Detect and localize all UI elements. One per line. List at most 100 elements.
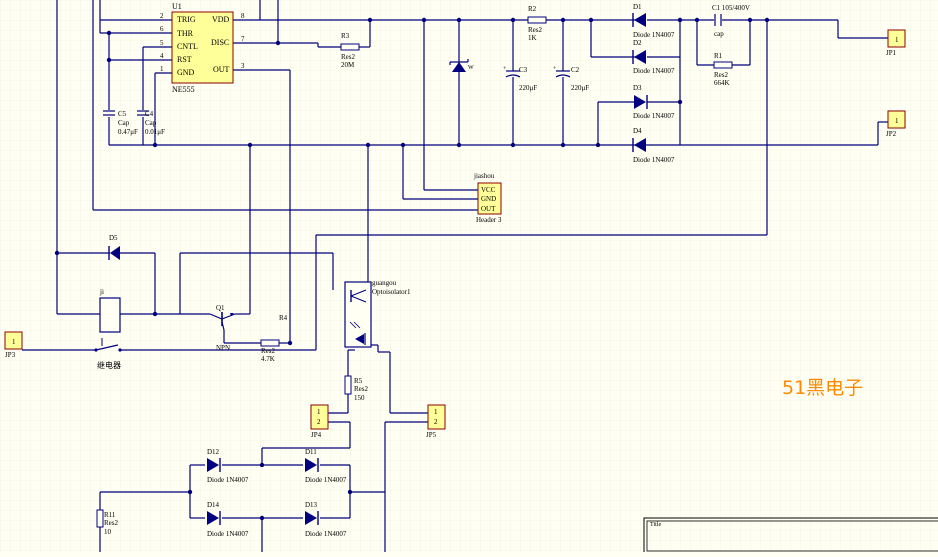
- pin-number-cntl: 5: [160, 39, 164, 47]
- optoisolator[interactable]: guangou Optoisolator1: [344, 279, 411, 348]
- d1-ref: D1: [633, 3, 642, 11]
- capacitor-c3[interactable]: + C3 220μF: [503, 66, 537, 92]
- r3-value: 20M: [341, 61, 355, 69]
- header3-type: Header 3: [476, 216, 502, 224]
- diode-d11[interactable]: D11 Diode 1N4007: [305, 448, 347, 484]
- header3-pin-gnd: GND: [481, 195, 496, 203]
- transistor-q1[interactable]: Q1 NPN: [209, 304, 236, 352]
- relay-coil[interactable]: ji: [99, 288, 121, 333]
- d1-type: Diode 1N4007: [633, 31, 675, 39]
- c1-ref: C1 105/400V: [712, 4, 750, 12]
- pin-number-vdd: 8: [241, 12, 245, 20]
- pin-gnd-label: GND: [177, 68, 195, 77]
- ne555-timer[interactable]: TRIG THR CNTL RST GND VDD DISC OUT U1 NE…: [160, 2, 245, 94]
- resistor-r5[interactable]: R5 Res2 150: [344, 375, 369, 402]
- pin-cntl-label: CNTL: [177, 42, 198, 51]
- diode-d1[interactable]: D1 Diode 1N4007: [632, 3, 675, 39]
- r4-ref: R4: [279, 314, 288, 322]
- diode-d2[interactable]: D2 Diode 1N4007: [632, 39, 675, 75]
- q1-ref: Q1: [216, 304, 225, 312]
- jp2-pin: 1: [895, 117, 899, 125]
- diode-d13[interactable]: D13 Diode 1N4007: [305, 501, 347, 538]
- wires: [22, 0, 888, 552]
- c5-type: Cap: [118, 119, 130, 127]
- c3-value: 220μF: [519, 84, 537, 92]
- d4-ref: D4: [633, 127, 642, 135]
- pin-number-rst: 4: [160, 52, 164, 60]
- r5-ref: R5: [354, 377, 363, 385]
- resistor-r1[interactable]: R1 Res2 664K: [713, 52, 733, 87]
- jp3-pin: 1: [12, 338, 16, 346]
- diode-d4[interactable]: D4 Diode 1N4007: [632, 127, 675, 164]
- connector-jp1[interactable]: 1 JP1: [886, 29, 906, 57]
- pin-disc-label: DISC: [211, 38, 229, 47]
- resistor-r2[interactable]: R2 Res2 1K: [527, 5, 547, 42]
- diode-d3[interactable]: D3 Diode 1N4007: [633, 84, 675, 120]
- d3-ref: D3: [633, 84, 642, 92]
- capacitor-c4[interactable]: C4 Cap 0.01μF: [136, 110, 165, 136]
- jp4-pin-2: 2: [317, 418, 321, 426]
- svg-text:+: +: [553, 66, 557, 72]
- header3-ref: jiashou: [473, 172, 495, 180]
- pin-thr-label: THR: [177, 29, 194, 38]
- r3-type: Res2: [341, 53, 356, 61]
- r2-value: 1K: [528, 34, 537, 42]
- title-block: Title: [643, 517, 938, 557]
- c2-value: 220μF: [571, 84, 589, 92]
- jp5-ref: JP5: [426, 431, 437, 439]
- capacitor-c2[interactable]: + C2 220μF: [553, 66, 589, 92]
- resistor-r4[interactable]: R4 Res2 4.7K: [260, 314, 288, 363]
- c4-type: Cap: [145, 119, 157, 127]
- u1-type: NE555: [172, 85, 195, 94]
- r2-type: Res2: [528, 26, 543, 34]
- pin-number-out: 3: [241, 62, 245, 70]
- pin-out-label: OUT: [213, 65, 230, 74]
- jp4-ref: JP4: [311, 431, 322, 439]
- c1-type: cap: [714, 30, 724, 38]
- d3-type: Diode 1N4007: [633, 112, 675, 120]
- junctions: [54, 17, 770, 521]
- r5-value: 150: [354, 394, 365, 402]
- relay-label: 继电器: [97, 360, 121, 370]
- d2-type: Diode 1N4007: [633, 67, 675, 75]
- r1-type: Res2: [714, 71, 729, 79]
- relay-ref: ji: [99, 288, 104, 296]
- d13-type: Diode 1N4007: [305, 530, 347, 538]
- pin-number-gnd: 1: [160, 65, 164, 73]
- diode-d14[interactable]: D14 Diode 1N4007: [207, 501, 249, 538]
- zener-diode[interactable]: W: [449, 59, 474, 72]
- capacitor-c5[interactable]: C5 Cap 0.47μF: [102, 110, 138, 136]
- c2-ref: C2: [571, 66, 580, 74]
- jp4-pin-1: 1: [317, 408, 321, 416]
- connector-jp2[interactable]: 1 JP2: [886, 110, 906, 138]
- pin-rst-label: RST: [177, 55, 192, 64]
- connector-jp3[interactable]: 1 JP3: [4, 331, 23, 359]
- watermark-text: 51黑电子: [782, 377, 863, 399]
- diode-d12[interactable]: D12 Diode 1N4007: [207, 448, 249, 484]
- r2-ref: R2: [528, 5, 537, 13]
- capacitor-c1[interactable]: C1 105/400V cap: [712, 4, 750, 38]
- c5-value: 0.47μF: [118, 128, 138, 136]
- r1-value: 664K: [714, 79, 730, 87]
- title-label: Title: [650, 522, 661, 528]
- connector-jp5[interactable]: 1 2 JP5: [426, 404, 446, 439]
- diode-d5[interactable]: D5: [108, 234, 120, 260]
- header3-jiashou[interactable]: jiashou VCC GND OUT Header 3: [473, 172, 502, 224]
- connector-jp4[interactable]: 1 2 JP4: [310, 404, 329, 439]
- resistor-r11[interactable]: R11 Res2 10: [96, 509, 119, 536]
- svg-text:+: +: [503, 66, 507, 72]
- d13-ref: D13: [305, 501, 318, 509]
- c4-value: 0.01μF: [145, 128, 165, 136]
- opto-type: Optoisolator1: [372, 288, 411, 296]
- jp1-ref: JP1: [886, 49, 897, 57]
- r5-type: Res2: [354, 385, 369, 393]
- header3-pin-vcc: VCC: [481, 186, 496, 194]
- d11-type: Diode 1N4007: [305, 476, 347, 484]
- u1-ref: U1: [172, 2, 182, 11]
- relay-switch[interactable]: 继电器: [94, 338, 122, 370]
- d14-ref: D14: [207, 501, 220, 509]
- pin-trig-label: TRIG: [177, 15, 196, 24]
- d14-type: Diode 1N4007: [207, 530, 249, 538]
- resistor-r3[interactable]: R3 Res2 20M: [340, 32, 360, 69]
